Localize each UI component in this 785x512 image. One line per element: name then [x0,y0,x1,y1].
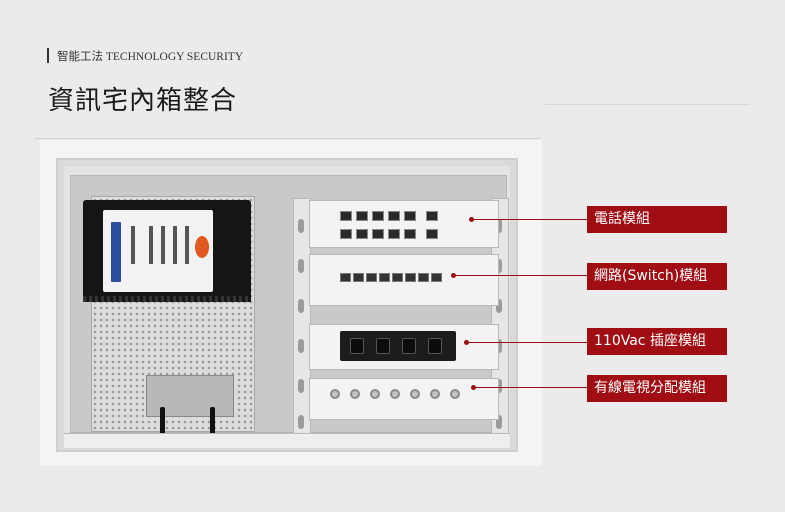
phone-module [309,200,499,248]
outlet-module [309,324,499,370]
callout-dot [464,340,469,345]
switch-module [309,254,499,306]
kicker-text: 智能工法 TECHNOLOGY SECURITY [57,50,244,63]
kicker-bar [47,48,49,63]
router-logo-icon [195,236,209,258]
cabinet-photo [40,140,542,466]
divider-line [34,138,540,139]
antenna-icon [210,407,215,445]
callout-leader [454,275,587,276]
divider-line-right [545,104,750,105]
outlet-strip [340,331,456,361]
callout-leader [467,342,587,343]
router-vents [83,296,251,302]
callout-catv-module: 有線電視分配模組 [587,375,727,402]
wireless-router [83,200,251,302]
cabinet-bottom-lip [64,433,510,448]
cabinet-frame [56,158,518,452]
callout-leader [472,219,587,220]
router-brand-stripe [111,222,121,282]
page-title: 資訊宅內箱整合 [48,86,238,116]
callout-dot [471,385,476,390]
router-faceplate [103,210,213,292]
antenna-icon [160,407,165,445]
callout-leader [474,387,587,388]
catv-module [309,378,499,420]
callout-dot [469,217,474,222]
callout-dot [451,273,456,278]
callout-phone-module: 電話模組 [587,206,727,233]
callout-switch-module: 網路(Switch)模組 [587,263,727,290]
section-kicker: 智能工法 TECHNOLOGY SECURITY [47,48,243,63]
cabinet-interior [70,175,509,445]
callout-outlet-module: 110Vac 插座模組 [587,328,727,355]
